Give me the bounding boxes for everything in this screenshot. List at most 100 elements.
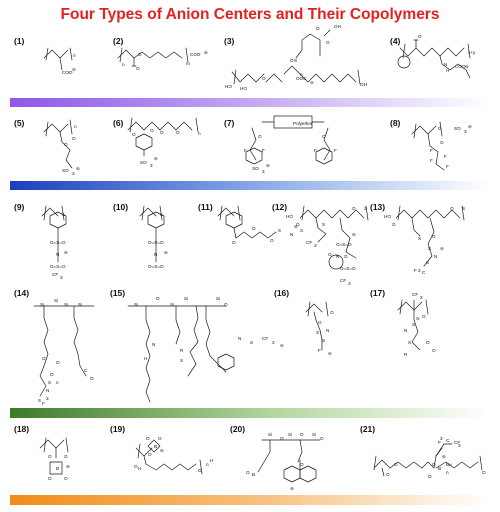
bond	[439, 121, 443, 137]
atom-label: O	[48, 454, 52, 459]
atom-label: C	[446, 438, 450, 443]
atom-label: O	[438, 126, 442, 131]
bond	[397, 205, 401, 221]
atom-label: O	[198, 468, 202, 473]
atom-label: S	[418, 236, 421, 241]
atom-label: O	[418, 34, 422, 39]
anion-charge-icon: ⊖	[352, 232, 356, 237]
atom-label: O	[300, 432, 304, 437]
atom-label: COO	[455, 64, 466, 69]
anion-charge-icon: ⊖	[442, 454, 446, 459]
bond	[137, 443, 141, 459]
bond	[217, 353, 235, 371]
atom-label: 3	[420, 295, 423, 300]
atom-label: O	[160, 130, 164, 135]
anion-charge-icon: ⊖	[160, 448, 164, 453]
bond	[145, 305, 151, 403]
atom-label: O	[428, 474, 432, 479]
atom-label: C	[422, 270, 426, 275]
atom-label: O	[156, 296, 160, 301]
bond	[397, 55, 411, 69]
bond	[159, 205, 163, 221]
bond	[411, 309, 421, 351]
bond	[225, 211, 243, 229]
atom-label: Si	[54, 298, 58, 303]
atom-label: H	[144, 356, 147, 361]
bond	[479, 455, 483, 471]
atom-label: O	[150, 128, 154, 133]
atom-label: O	[64, 454, 68, 459]
bond	[127, 121, 193, 131]
compound-10: (10)nO=S=ONO=S=O⊖	[113, 202, 168, 269]
bond	[299, 465, 317, 483]
divider-bar-sulfonate	[10, 181, 490, 190]
atom-label: F	[318, 348, 321, 353]
bond	[313, 311, 317, 321]
bond	[381, 467, 385, 477]
atom-label: O	[328, 252, 332, 257]
atom-label: O	[134, 464, 138, 469]
atom-label: 3	[418, 268, 421, 273]
bond	[283, 65, 301, 75]
atom-label: O	[432, 348, 436, 353]
atom-label: HO	[240, 86, 247, 91]
bond	[339, 217, 357, 259]
atom-label: O=S=O	[336, 242, 352, 247]
atom-label: O	[316, 26, 320, 31]
bond	[49, 461, 63, 475]
atom-label: COO	[190, 52, 201, 57]
bond	[195, 117, 199, 133]
bond	[307, 301, 311, 317]
atom-label: O	[326, 40, 330, 45]
atom-label: H	[210, 458, 213, 463]
atom-label: n	[206, 462, 209, 467]
atom-label: O	[252, 226, 256, 231]
atom-label: O=S=O	[148, 264, 164, 269]
bond	[283, 465, 301, 483]
atom-label: O	[318, 320, 322, 325]
compound-number: (20)	[230, 424, 245, 434]
atom-label: m	[186, 61, 190, 66]
bond	[413, 39, 419, 49]
atom-label: Polyether	[293, 121, 313, 126]
atom-label: S	[364, 206, 367, 211]
bond	[328, 254, 344, 270]
anion-charge-icon: ⊖	[204, 50, 208, 55]
atom-label: Si	[64, 302, 68, 307]
atom-label: S	[316, 330, 319, 335]
atom-label: N	[444, 62, 447, 67]
atom-label: O	[344, 254, 348, 259]
bond	[61, 205, 65, 221]
compound-number: (9)	[14, 202, 25, 212]
bond	[43, 437, 47, 453]
atom-label: F	[334, 148, 337, 153]
atom-label: 3	[272, 340, 275, 345]
compound-number: (16)	[274, 288, 289, 298]
atom-label: N	[336, 254, 339, 259]
bond	[411, 125, 437, 135]
compound-number: (12)	[272, 202, 287, 212]
atom-label: O	[258, 134, 262, 139]
bond	[357, 69, 361, 85]
atom-label: F	[430, 158, 433, 163]
bond	[131, 57, 137, 67]
atom-label: n	[300, 72, 303, 77]
atom-label: O	[64, 476, 68, 481]
atom-label: O	[352, 206, 356, 211]
atom-label: F	[444, 154, 447, 159]
bond	[73, 305, 79, 355]
atom-label: O	[48, 476, 52, 481]
bond	[395, 209, 461, 219]
anion-charge-icon: ⊖	[294, 224, 298, 229]
atom-label: S	[300, 228, 303, 233]
divider-bar-sulfonimide	[10, 408, 490, 418]
bond	[325, 301, 329, 317]
atom-label: F	[314, 148, 317, 153]
atom-label: O	[482, 470, 486, 475]
